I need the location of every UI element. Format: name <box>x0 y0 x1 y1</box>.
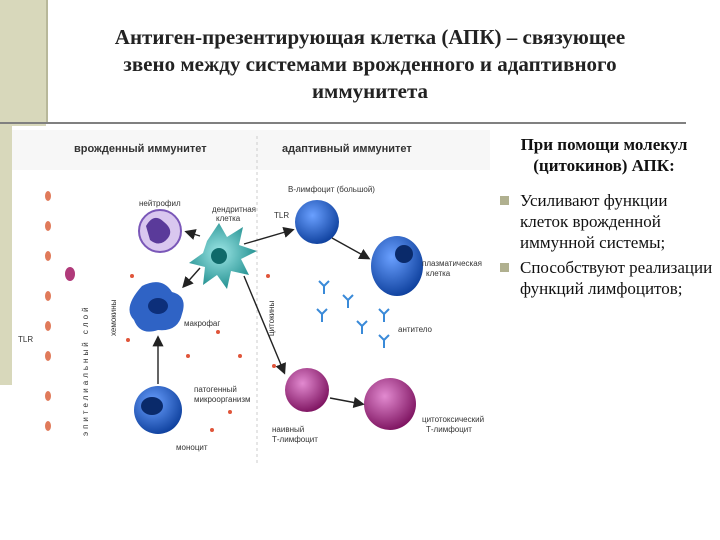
bullet-square-icon <box>500 263 509 272</box>
label-cytokines: цитокины <box>267 301 276 336</box>
label-plasma-1: плазматическая <box>422 259 482 268</box>
label-tlr-left: TLR <box>18 335 33 344</box>
label-pathogen-1: патогенный <box>194 385 237 394</box>
arrows-group <box>152 226 371 408</box>
label-antibody: антитело <box>398 325 433 334</box>
header-adaptive: адаптивный иммунитет <box>282 143 412 155</box>
label-pathogen-2: микроорганизм <box>194 395 251 404</box>
b-lymphocyte-cell <box>295 200 339 244</box>
decorative-horizontal-line <box>0 122 686 124</box>
naive-t-lymphocyte-cell <box>285 368 329 412</box>
cytotoxic-t-lymphocyte-cell <box>364 378 416 430</box>
title-line-2: звено между системами врожденного и адап… <box>123 52 617 76</box>
diagram-svg: врожденный иммунитет адаптивный иммуните… <box>12 130 490 466</box>
label-dendritic-2: клетка <box>216 214 241 223</box>
label-cytotoxic-2: Т-лимфоцит <box>426 425 472 434</box>
diagram-header-band <box>12 130 490 170</box>
label-chemokines: хемокины <box>109 299 118 336</box>
side-heading: При помощи молекул (цитокинов) АПК: <box>520 135 688 175</box>
bullet-item: Способствуют реализации функций лимфоцит… <box>494 257 714 299</box>
slide-title: Антиген-презентирующая клетка (АПК) – св… <box>60 24 680 105</box>
label-macrophage: макрофаг <box>184 319 220 328</box>
bullet-square-icon <box>500 196 509 205</box>
plasma-cell <box>371 236 423 296</box>
bullet-list: Усиливают функции клеток врожденной имму… <box>494 190 714 299</box>
immune-system-diagram: врожденный иммунитет адаптивный иммуните… <box>12 126 490 472</box>
decorative-vertical-line <box>46 0 48 123</box>
label-dendritic-1: дендритная <box>212 205 256 214</box>
label-naive-1: наивный <box>272 425 304 434</box>
label-monocyte: моноцит <box>176 443 208 452</box>
label-plasma-2: клетка <box>426 269 451 278</box>
title-line-1: Антиген-презентирующая клетка (АПК) – св… <box>114 25 626 49</box>
label-neutrophil: нейтрофил <box>139 199 181 208</box>
cytokine-dots <box>126 274 276 432</box>
antibodies-group <box>316 280 390 348</box>
neutrophil-nucleus <box>146 217 171 244</box>
macrophage-nucleus <box>148 298 168 314</box>
label-cytotoxic-1: цитотоксический <box>422 415 484 424</box>
side-text-panel: При помощи молекул (цитокинов) АПК: Усил… <box>494 134 714 303</box>
label-naive-2: Т-лимфоцит <box>272 435 318 444</box>
label-tlr-top: TLR <box>274 211 289 220</box>
title-line-3: иммунитета <box>311 79 429 103</box>
bullet-text: Способствуют реализации функций лимфоцит… <box>520 258 713 298</box>
epithelium-column <box>45 191 75 431</box>
dendritic-nucleus <box>211 248 227 264</box>
bullet-text: Усиливают функции клеток врожденной имму… <box>520 191 668 252</box>
infected-cell <box>65 267 75 281</box>
label-epithelium: эпителиальный слой <box>81 304 90 436</box>
header-innate: врожденный иммунитет <box>74 143 207 155</box>
bullet-item: Усиливают функции клеток врожденной имму… <box>494 190 714 253</box>
plasma-nucleus <box>395 245 413 263</box>
label-b-lymphocyte: В-лимфоцит (большой) <box>288 185 375 194</box>
monocyte-nucleus <box>141 397 163 415</box>
